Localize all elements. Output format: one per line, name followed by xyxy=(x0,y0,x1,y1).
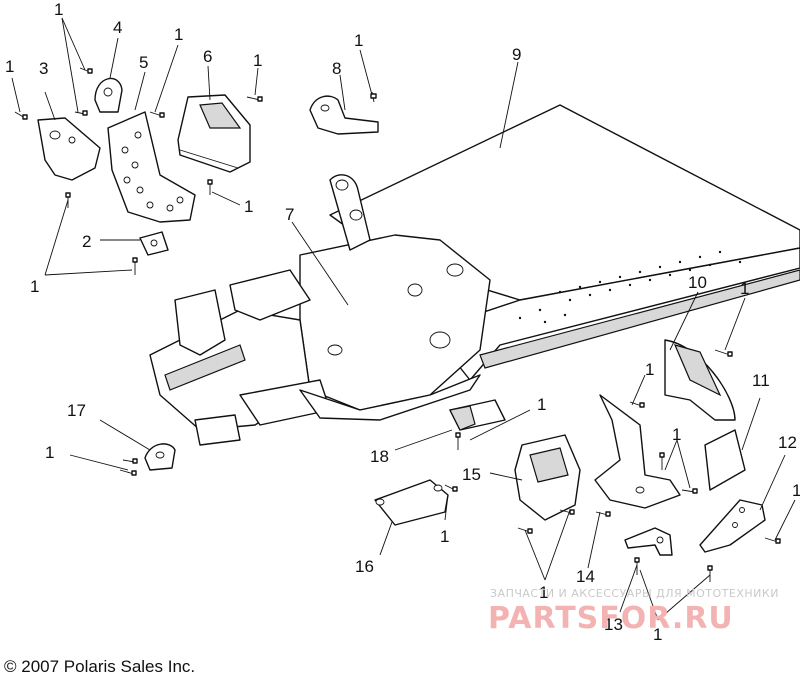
cooler-perforations xyxy=(518,250,742,324)
callout-1: 1 xyxy=(30,277,39,296)
callout-3: 3 xyxy=(39,59,48,78)
part-17-bracket xyxy=(144,443,176,471)
part-12-bracket xyxy=(699,499,766,553)
fasteners xyxy=(14,67,781,582)
callout-5: 5 xyxy=(139,53,148,72)
callout-1: 1 xyxy=(354,31,363,50)
callout-1: 1 xyxy=(45,443,54,462)
callout-1: 1 xyxy=(653,625,662,644)
callout-1: 1 xyxy=(645,360,654,379)
callout-14: 14 xyxy=(576,567,595,586)
callout-1: 1 xyxy=(174,25,183,44)
watermark: ЗАПЧАСТИ И АКСЕССУАРЫ ДЛЯ МОТОТЕХНИКИ PA… xyxy=(488,587,779,636)
part-8-bracket xyxy=(309,95,379,135)
callout-18: 18 xyxy=(370,447,389,466)
part-2-clip xyxy=(139,231,169,256)
callout-1: 1 xyxy=(253,51,262,70)
callout-10: 10 xyxy=(688,273,707,292)
chassis-tunnel xyxy=(149,104,800,446)
watermark-tagline: ЗАПЧАСТИ И АКСЕССУАРЫ ДЛЯ МОТОТЕХНИКИ xyxy=(490,587,779,600)
leader-lines xyxy=(11,17,796,621)
callout-1: 1 xyxy=(672,425,681,444)
callout-8: 8 xyxy=(332,59,341,78)
callout-1: 1 xyxy=(539,583,548,602)
part-6-shield xyxy=(177,94,251,173)
callout-16: 16 xyxy=(355,557,374,576)
part-11-panel xyxy=(704,429,746,491)
callout-1: 1 xyxy=(792,481,800,500)
callout-12: 12 xyxy=(778,433,797,452)
part-3-bracket xyxy=(37,117,101,181)
part-13-bracket xyxy=(624,527,673,556)
watermark-logo: PARTSFOR.RU xyxy=(488,601,734,636)
part-15-guard xyxy=(514,434,581,521)
callout-6: 6 xyxy=(203,47,212,66)
callout-11: 11 xyxy=(752,371,770,390)
copyright-notice: © 2007 Polaris Sales Inc. xyxy=(4,657,195,676)
callout-1: 1 xyxy=(5,57,14,76)
part-4-clip xyxy=(94,77,123,113)
callout-1: 1 xyxy=(740,279,749,298)
callout-labels: 1 1 1 1 1 1 1 1 1 1 1 1 1 1 1 1 2 3 4 5 … xyxy=(5,0,800,644)
callout-4: 4 xyxy=(113,18,122,37)
callout-1: 1 xyxy=(54,0,63,19)
callout-1: 1 xyxy=(440,527,449,546)
part-16-plate xyxy=(374,479,449,526)
callout-1: 1 xyxy=(537,395,546,414)
part-5-plate xyxy=(107,111,196,223)
part-14-mount xyxy=(594,394,681,509)
callout-2: 2 xyxy=(82,232,91,251)
callout-13: 13 xyxy=(604,615,623,634)
callout-15: 15 xyxy=(462,465,481,484)
part-10-cover xyxy=(664,339,736,421)
callout-1: 1 xyxy=(244,197,253,216)
callout-17: 17 xyxy=(67,401,86,420)
part-18-block xyxy=(449,399,506,431)
callout-7: 7 xyxy=(285,205,294,224)
callout-9: 9 xyxy=(512,45,521,64)
